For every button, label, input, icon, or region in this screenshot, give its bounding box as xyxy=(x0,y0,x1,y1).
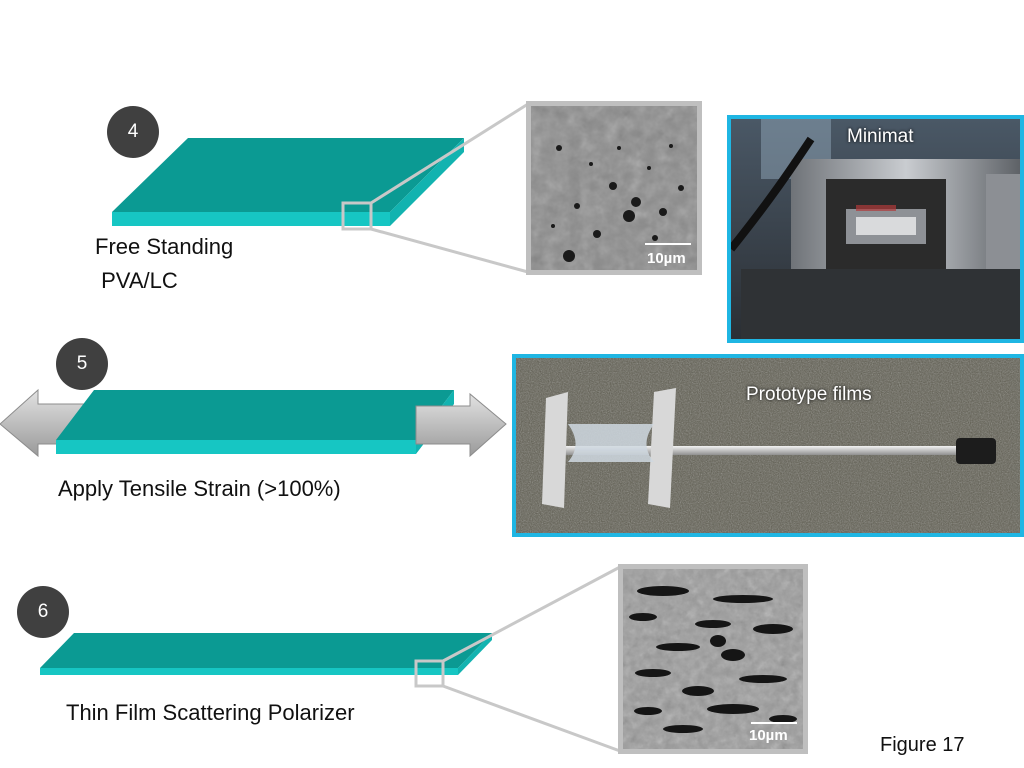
sem-micrograph-2 xyxy=(623,569,803,749)
sem-1-scale-label: 10µm xyxy=(647,250,686,267)
sem-micrograph-1 xyxy=(531,106,697,270)
right-strain-arrow xyxy=(415,392,507,458)
step-4-number: 4 xyxy=(127,121,139,142)
film-6-edge-front xyxy=(40,668,458,675)
step-4-label-line2: PVA/LC xyxy=(95,268,178,293)
minimat-photo-illustration xyxy=(731,119,1020,339)
film-6-edge-side xyxy=(458,633,492,675)
step-5-label: Apply Tensile Strain (>100%) xyxy=(58,476,341,501)
step-4-label: Free Standing PVA/LC xyxy=(95,230,233,298)
film-5-top xyxy=(56,390,454,440)
sem-2-scale-label: 10µm xyxy=(749,727,788,744)
photo-prototype-films: Prototype films xyxy=(512,354,1024,537)
step-5-badge: 5 xyxy=(56,338,108,390)
film-6-zoom-line-bottom xyxy=(442,684,621,753)
film-4-edge-front xyxy=(112,212,390,226)
film-4-zoom-box xyxy=(341,201,373,231)
film-6-zoom-box xyxy=(414,659,445,688)
film-4-top xyxy=(112,138,464,212)
prototype-films-photo-illustration xyxy=(516,358,1020,533)
film-6-top xyxy=(40,633,492,668)
sem-image-pva-lc: 10µm xyxy=(526,101,702,275)
step-4-badge: 4 xyxy=(107,106,159,158)
sem-image-polarizer: 10µm xyxy=(618,564,808,754)
photo-minimat: Minimat xyxy=(727,115,1024,343)
step-6-number: 6 xyxy=(37,601,49,622)
step-6-badge: 6 xyxy=(17,586,69,638)
figure-label: Figure 17 xyxy=(880,734,965,756)
film-6-zoom-line-top xyxy=(442,565,621,663)
film-4-zoom-line-top xyxy=(370,102,529,205)
film-4-zoom-line-bottom xyxy=(370,227,529,274)
minimat-caption: Minimat xyxy=(847,126,914,147)
film-5-edge-front xyxy=(56,440,416,454)
prototype-films-caption: Prototype films xyxy=(746,384,872,405)
step-5-number: 5 xyxy=(76,353,88,374)
step-6-label: Thin Film Scattering Polarizer xyxy=(66,700,355,725)
step-4-label-line1: Free Standing xyxy=(95,234,234,259)
film-4-edge-side xyxy=(390,138,464,226)
